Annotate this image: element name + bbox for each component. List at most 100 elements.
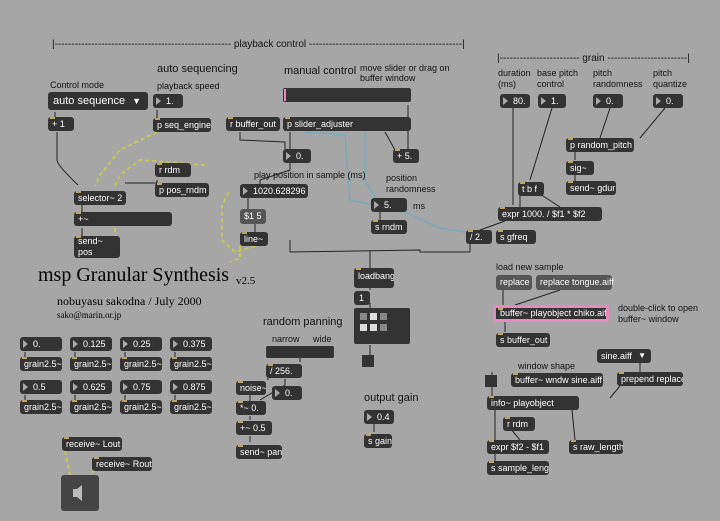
grain-section-header: |------------------------ grain --------… [497, 53, 690, 64]
tbf-object[interactable]: t b f [518, 182, 544, 196]
slider-adjuster-object[interactable]: p slider_adjuster [283, 117, 411, 131]
author-label: nobuyasu sakodna / July 2000 [57, 294, 202, 308]
play-position-number[interactable]: 1020.628296 [240, 184, 308, 198]
window-shape-value: sine.aiff [601, 351, 632, 361]
speaker-icon [73, 485, 82, 501]
prepend-replace-object[interactable]: prepend replace [617, 372, 683, 386]
control-mode-menu[interactable]: auto sequence ▼ [48, 92, 148, 110]
grain-offset-number[interactable]: 0.875 [170, 380, 212, 394]
position-randomness-label: position randomness [386, 173, 436, 194]
pitch-randomness-label: pitch randomness [593, 68, 643, 89]
grain-voice-object[interactable]: grain2.5~ [20, 357, 62, 371]
divide-two-object[interactable]: / 2. [466, 230, 492, 244]
buffer-playobject[interactable]: buffer~ playobject chiko.aiff [493, 305, 609, 322]
dac-speaker[interactable] [61, 475, 99, 511]
r-buffer-out-object[interactable]: r buffer_out [226, 117, 280, 131]
bang-button[interactable] [485, 375, 497, 387]
grain-offset-number[interactable]: 0.75 [120, 380, 162, 394]
auto-sequencing-label: auto sequencing [157, 63, 238, 75]
plus-signal-object[interactable]: +~ [74, 212, 172, 226]
duration-number[interactable]: 80. [500, 94, 530, 108]
grain-voice-object[interactable]: grain2.5~ [120, 400, 162, 414]
replace-message[interactable]: replace [496, 275, 532, 290]
playback-section-header: |---------------------------------------… [52, 39, 465, 50]
s-rndm-object[interactable]: s rndm [371, 220, 407, 234]
toggle-box[interactable] [362, 355, 374, 367]
send-pos-object[interactable]: send~ pos [74, 236, 120, 258]
divide-256-object[interactable]: / 256. [266, 364, 302, 378]
load-sample-label: load new sample [496, 262, 564, 272]
receive-rout-object[interactable]: receive~ Rout [92, 457, 152, 471]
noise-object[interactable]: noise~ [236, 381, 266, 395]
sig-object[interactable]: sig~ [566, 161, 594, 175]
plus-half-object[interactable]: +~ 0.5 [236, 421, 272, 435]
grain-voice-object[interactable]: grain2.5~ [70, 357, 112, 371]
output-gain-label: output gain [364, 392, 419, 404]
grain-offset-number[interactable]: 0.125 [70, 337, 112, 351]
dropdown-arrow-icon: ▼ [132, 96, 141, 106]
grain-offset-number[interactable]: 0.625 [70, 380, 112, 394]
r-rdm-sample-object[interactable]: r rdm [503, 417, 535, 431]
pitch-randomness-number[interactable]: 0. [593, 94, 623, 108]
grain-voice-object[interactable]: grain2.5~ [120, 357, 162, 371]
grain-offset-number[interactable]: 0.25 [120, 337, 162, 351]
main-title: msp Granular Synthesis [38, 264, 230, 286]
s-raw-length-object[interactable]: s raw_length [569, 440, 623, 454]
expr-frequency-object[interactable]: expr 1000. / $f1 * $f2 [498, 207, 602, 221]
email-label: sako@marin.or.jp [57, 310, 122, 320]
s-gain-object[interactable]: s gain [364, 434, 392, 448]
seq-engine-object[interactable]: p seq_engine [153, 118, 211, 132]
narrow-label: narrow [272, 334, 300, 344]
control-mode-value: auto sequence [53, 95, 126, 107]
output-gain-number[interactable]: 0.4 [364, 410, 394, 424]
position-randomness-number[interactable]: 5. [371, 198, 407, 212]
slider-knob[interactable] [284, 89, 286, 101]
grain-offset-number[interactable]: 0.5 [20, 380, 62, 394]
s-sample-length-object[interactable]: s sample_length [487, 461, 549, 475]
send-gdur-object[interactable]: send~ gdur [566, 181, 616, 195]
grain-voice-object[interactable]: grain2.5~ [170, 357, 212, 371]
plus-one-object[interactable]: + 1 [48, 117, 74, 131]
grain-voice-object[interactable]: grain2.5~ [20, 400, 62, 414]
plus-five-object[interactable]: + 5. [393, 149, 419, 163]
panning-slider[interactable] [266, 346, 334, 358]
pitch-quantize-label: pitch quantize [653, 68, 688, 89]
pitch-quantize-number[interactable]: 0. [653, 94, 683, 108]
playback-speed-number[interactable]: 1. [153, 94, 183, 108]
random-pitch-object[interactable]: p random_pitch [566, 138, 634, 152]
duration-label: duration (ms) [498, 68, 531, 89]
r-rdm-object[interactable]: r rdm [155, 163, 191, 177]
position-slider[interactable] [283, 88, 411, 102]
window-shape-menu[interactable]: sine.aiff ▼ [597, 349, 651, 363]
version-label: v2.5 [236, 275, 256, 287]
grain-offset-number[interactable]: 0. [20, 337, 62, 351]
receive-lout-object[interactable]: receive~ Lout [62, 437, 122, 451]
wide-label: wide [313, 334, 332, 344]
line-signal-object[interactable]: line~ [240, 232, 268, 246]
ramp-message[interactable]: $1 5 [240, 209, 266, 224]
send-pan-object[interactable]: send~ pan [236, 445, 282, 459]
grain-voice-object[interactable]: grain2.5~ [70, 400, 112, 414]
manual-hint-label: move slider or drag on buffer window [360, 63, 450, 83]
s-buffer-out-object[interactable]: s buffer_out [496, 333, 550, 347]
multiply-object[interactable]: *~ 0. [236, 401, 266, 415]
s-gfreq-object[interactable]: s gfreq [496, 230, 536, 244]
ms-label: ms [413, 201, 425, 211]
buffer-wndw-object[interactable]: buffer~ wndw sine.aiff [511, 373, 603, 387]
adjuster-number[interactable]: 0. [283, 149, 311, 163]
playback-speed-label: playback speed [157, 81, 220, 91]
panning-number[interactable]: 0. [272, 386, 302, 400]
grain-voice-object[interactable]: grain2.5~ [170, 400, 212, 414]
loadbang-number[interactable]: 1 [354, 291, 370, 305]
selector-object[interactable]: selector~ 2 [74, 191, 126, 205]
loadbang-object[interactable]: loadbang [354, 268, 394, 288]
manual-control-label: manual control [284, 65, 357, 77]
info-playobject[interactable]: info~ playobject [487, 396, 579, 410]
grain-offset-number[interactable]: 0.375 [170, 337, 212, 351]
replace-file-message[interactable]: replace tongue.aiff [536, 275, 614, 290]
pos-rndm-object[interactable]: p pos_rndm [155, 183, 209, 197]
base-pitch-label: base pitch control [537, 68, 579, 89]
matrix-control[interactable] [354, 308, 410, 344]
base-pitch-number[interactable]: 1. [538, 94, 566, 108]
expr-length-object[interactable]: expr $f2 - $f1 [487, 440, 549, 454]
